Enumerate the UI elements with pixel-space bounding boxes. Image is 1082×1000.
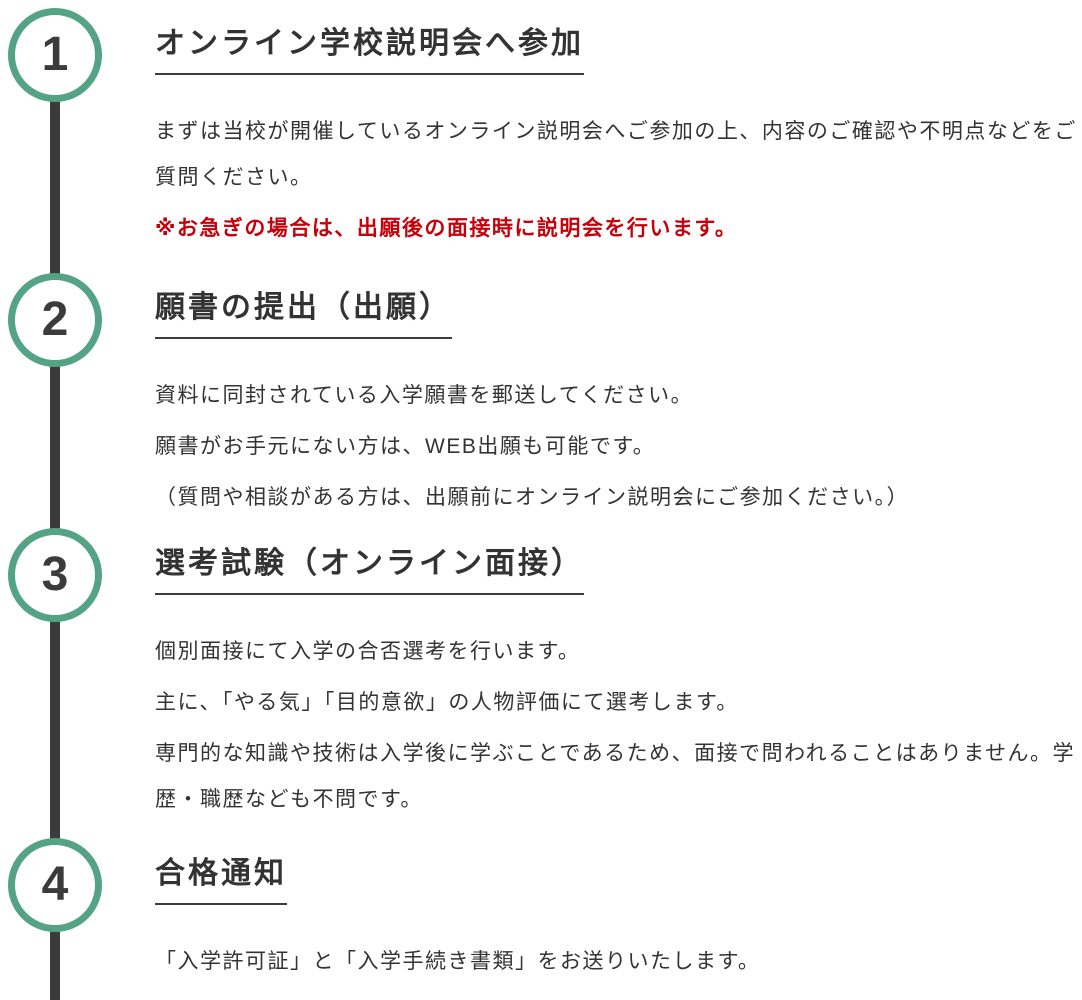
step-1-title: オンライン学校説明会へ参加 <box>155 26 584 75</box>
step-3-line-2: 主に、「やる気」「目的意欲」の人物評価にて選考します。 <box>155 691 739 714</box>
step-1-number: 1 <box>41 28 69 81</box>
step-3: 選考試験（オンライン面接） 個別面接にて入学の合否選考を行います。 主に、「やる… <box>155 546 1077 828</box>
timeline-rail <box>50 54 60 1000</box>
step-2-number-badge: 2 <box>8 273 102 367</box>
step-1: オンライン学校説明会へ参加 まずは当校が開催しているオンライン説明会へご参加の上… <box>155 26 1077 257</box>
step-2-line-2: 願書がお手元にない方は、WEB出願も可能です。 <box>155 435 656 458</box>
step-4-body: 「入学許可証」と「入学手続き書類」をお送りいたします。 <box>155 939 1077 985</box>
step-1-line-1: まずは当校が開催しているオンライン説明会へご参加の上、内容のご確認や不明点などを… <box>155 120 1077 189</box>
step-3-body: 個別面接にて入学の合否選考を行います。 主に、「やる気」「目的意欲」の人物評価に… <box>155 629 1077 823</box>
step-4-title: 合格通知 <box>155 856 287 905</box>
step-3-number-badge: 3 <box>8 528 102 622</box>
step-1-number-badge: 1 <box>8 8 102 102</box>
step-3-line-3: 専門的な知識や技術は入学後に学ぶことであるため、面接で問われることはありません。… <box>155 742 1075 811</box>
step-3-title: 選考試験（オンライン面接） <box>155 546 584 595</box>
step-3-line-1: 個別面接にて入学の合否選考を行います。 <box>155 640 581 663</box>
step-1-body: まずは当校が開催しているオンライン説明会へご参加の上、内容のご確認や不明点などを… <box>155 109 1077 252</box>
step-4-line-1: 「入学許可証」と「入学手続き書類」をお送りいたします。 <box>155 950 761 973</box>
step-4-number-badge: 4 <box>8 838 102 932</box>
step-2-title: 願書の提出（出願） <box>155 290 452 339</box>
step-2-line-1: 資料に同封されている入学願書を郵送してください。 <box>155 384 694 407</box>
step-1-note: ※お急ぎの場合は、出願後の面接時に説明会を行います。 <box>155 217 738 240</box>
step-2-line-3: （質問や相談がある方は、出願前にオンライン説明会にご参加ください。） <box>155 486 910 509</box>
step-2-body: 資料に同封されている入学願書を郵送してください。 願書がお手元にない方は、WEB… <box>155 373 1077 521</box>
step-4-number: 4 <box>41 858 69 911</box>
step-4: 合格通知 「入学許可証」と「入学手続き書類」をお送りいたします。 <box>155 856 1077 990</box>
step-2-number: 2 <box>41 293 69 346</box>
step-3-number: 3 <box>41 548 69 601</box>
step-2: 願書の提出（出願） 資料に同封されている入学願書を郵送してください。 願書がお手… <box>155 290 1077 526</box>
